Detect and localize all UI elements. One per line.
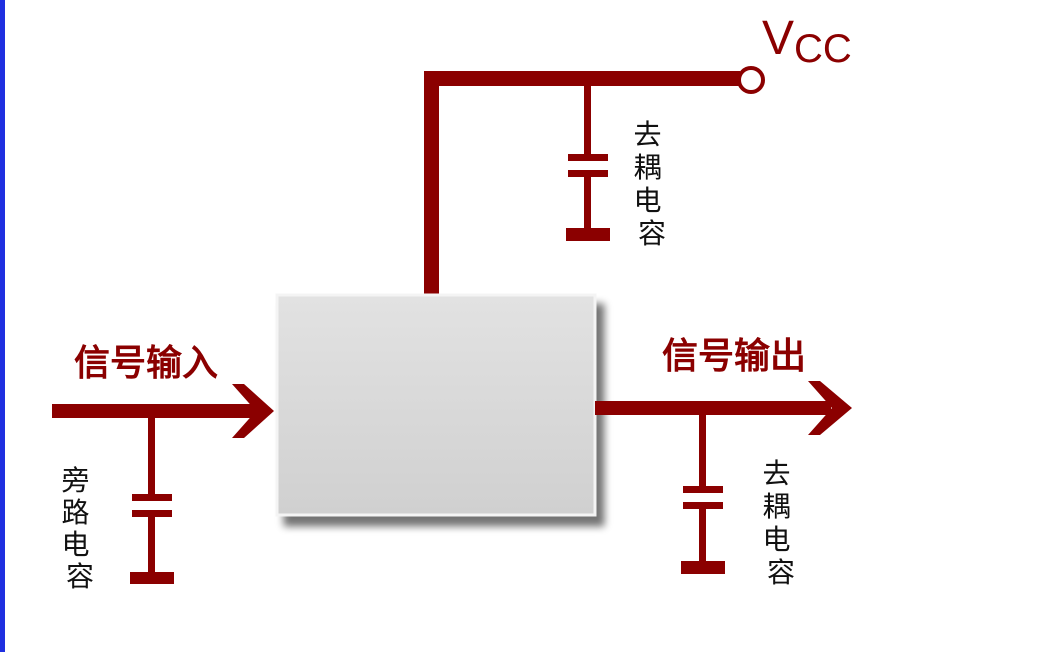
signal-input-label: 信号输入 [74, 343, 218, 384]
decoupling-capacitor-top [566, 86, 610, 241]
vcc-terminal [737, 66, 765, 94]
decoupling-capacitor-output-label: 去 耦 电 容 [763, 457, 800, 589]
vcc-label: VCC [762, 12, 852, 71]
bypass-capacitor-label: 旁 路 电 容 [62, 464, 99, 593]
left-border-line [0, 0, 5, 652]
decoupling-capacitor-output [681, 415, 725, 574]
signal-output-label: 信号输出 [662, 336, 806, 377]
signal-input-arrow [52, 384, 274, 438]
decoupling-capacitor-top-label: 去 耦 电 容 [634, 118, 671, 250]
vcc-supply-wire [424, 71, 740, 297]
signal-output-arrow [595, 381, 852, 435]
bypass-capacitor [130, 418, 174, 584]
amplifier-block [275, 293, 597, 517]
